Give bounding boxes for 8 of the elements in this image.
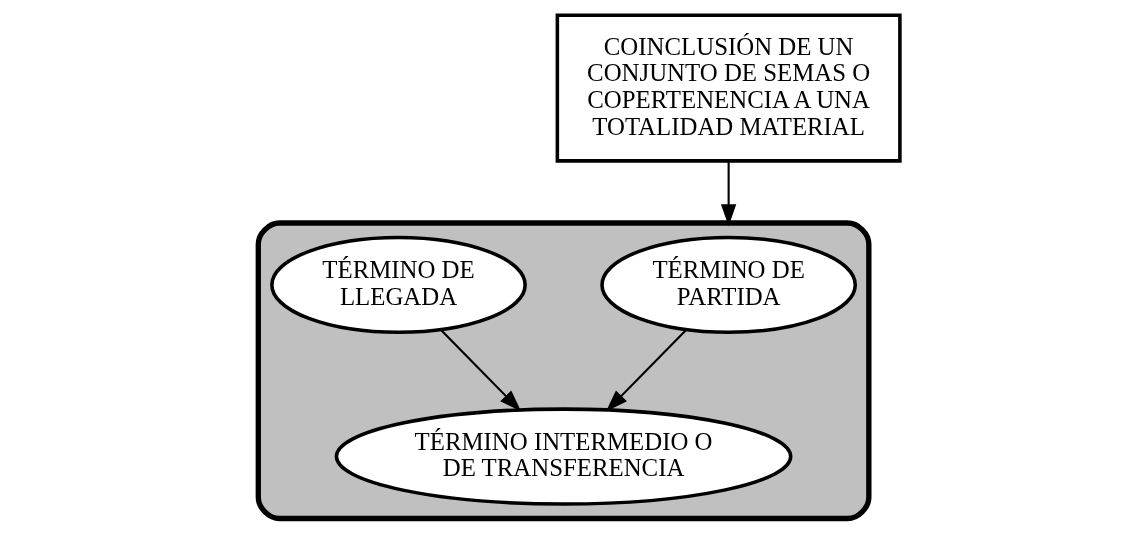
arrow [605,329,687,412]
arrow [720,161,736,227]
arrow [439,329,521,412]
node-ellipse: TÉRMINO DE LLEGADA [269,235,527,335]
node-box: COINCLUSIÓN DE UN CONJUNTO DE SEMAS O COPERTENENCIA A UNA TOTALIDAD MATERIAL [555,13,902,163]
cluster [255,220,871,522]
node-ellipse: TÉRMINO INTERMEDIO O DE TRANSFERENCIA [334,407,792,506]
node-ellipse: TÉRMINO DE PARTIDA [599,235,857,335]
